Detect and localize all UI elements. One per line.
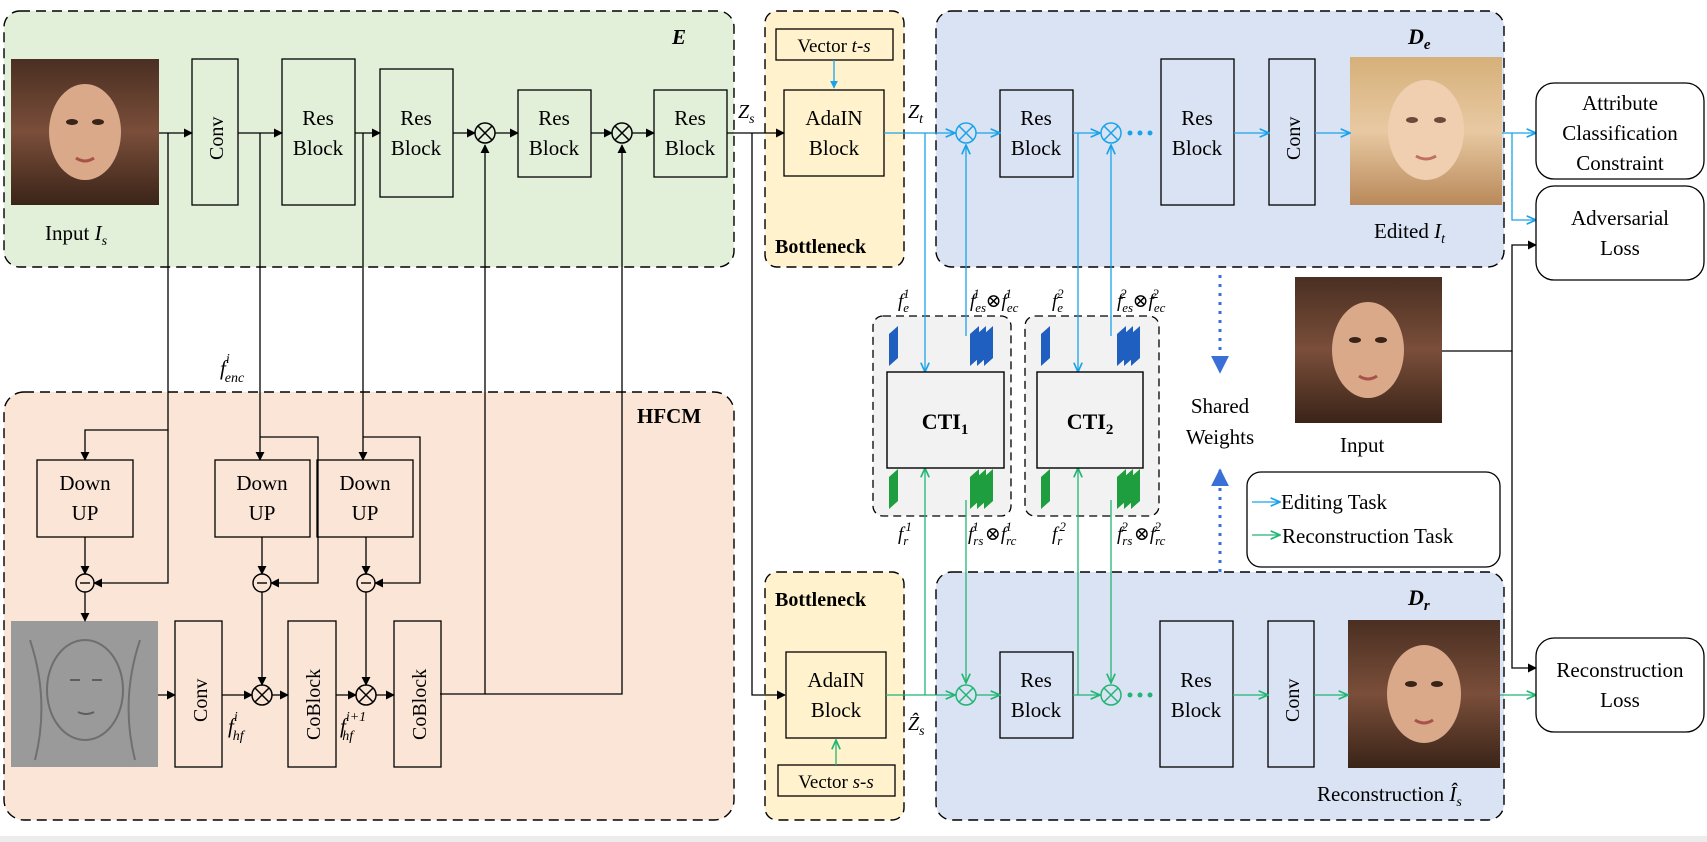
cti2-box xyxy=(1036,371,1144,469)
vector-ss-label: Vector s-s xyxy=(798,772,873,793)
hfcm-title: HFCM xyxy=(637,404,701,428)
legend-recon-label: Reconstruction Task xyxy=(1282,524,1454,548)
cti1-box xyxy=(886,371,1005,469)
recon-conv-label: Conv xyxy=(1282,679,1304,722)
encoder-conv-label: Conv xyxy=(206,117,228,160)
legend-box xyxy=(1246,471,1501,568)
cti1-label: CTI1 xyxy=(922,409,969,438)
legend-editing-label: Editing Task xyxy=(1281,490,1388,514)
fes2-fec2-label: fes2⊗fec2 xyxy=(1117,286,1166,315)
input-is-label: Input Is xyxy=(45,221,108,249)
encoder-arrows xyxy=(80,128,786,700)
adversarial-loss-box xyxy=(1535,185,1705,281)
recon-ellipsis xyxy=(1127,692,1153,698)
edit-ellipsis xyxy=(1127,130,1153,136)
zs-label: Zs xyxy=(738,101,755,127)
edited-face-image xyxy=(1350,57,1502,205)
bottleneck-bottom-region xyxy=(764,571,905,821)
reconstruction-arrows xyxy=(886,468,1536,695)
zt-label: Zt xyxy=(908,101,924,127)
hfcm-region xyxy=(3,391,735,821)
edit-res-block-2 xyxy=(1160,58,1235,206)
vector-ts-label: Vector t-s xyxy=(797,36,870,57)
reconstruction-decoder-title: Dr xyxy=(1407,585,1430,614)
coblock-2-label: CoBlock xyxy=(409,669,431,740)
hfcm-arrows xyxy=(80,430,421,700)
edited-it-label: Edited It xyxy=(1374,219,1446,247)
bottleneck-top-title: Bottleneck xyxy=(775,236,867,258)
fr1-label: fr1 xyxy=(898,519,912,548)
coblock-1-label: CoBlock xyxy=(303,669,325,740)
input-right-face-image xyxy=(1295,277,1442,423)
input-to-loss-lines xyxy=(1442,240,1537,673)
bottleneck-bottom-title: Bottleneck xyxy=(775,589,867,611)
cti2-label: CTI2 xyxy=(1067,409,1114,438)
reconstruction-face-image xyxy=(1348,620,1500,768)
recon-res-block-2 xyxy=(1159,620,1234,768)
cti-feature-maps xyxy=(889,326,1140,509)
zhat-s-label: Ẑs xyxy=(908,712,925,739)
hfcm-conv-label: Conv xyxy=(190,679,212,722)
edit-conv-label: Conv xyxy=(1283,117,1305,160)
frs2-frc2-label: frs2⊗frc2 xyxy=(1117,519,1166,548)
reconstruction-loss-box xyxy=(1535,637,1705,733)
high-frequency-map-image xyxy=(11,621,158,767)
encoder-title: E xyxy=(671,25,686,49)
fe1-label: fe1 xyxy=(898,286,910,315)
bottleneck-top-region xyxy=(764,10,905,268)
bottom-strip xyxy=(0,836,1707,842)
reconstruction-is-label: Reconstruction Îs xyxy=(1317,782,1462,810)
input-face-image xyxy=(11,59,159,205)
fr2-label: fr2 xyxy=(1052,519,1066,548)
encoder-region xyxy=(3,10,735,268)
editing-arrows xyxy=(884,133,1536,372)
input-right-label: Input xyxy=(1340,433,1384,457)
fe2-label: fe2 xyxy=(1052,286,1064,315)
attribute-loss-box xyxy=(1535,82,1705,180)
editing-decoder-title: De xyxy=(1407,24,1431,53)
down-up-box-3 xyxy=(316,459,414,538)
fes1-fec1-label: fes1⊗fec1 xyxy=(970,286,1019,315)
frs1-frc1-label: frs1⊗frc1 xyxy=(968,519,1017,548)
